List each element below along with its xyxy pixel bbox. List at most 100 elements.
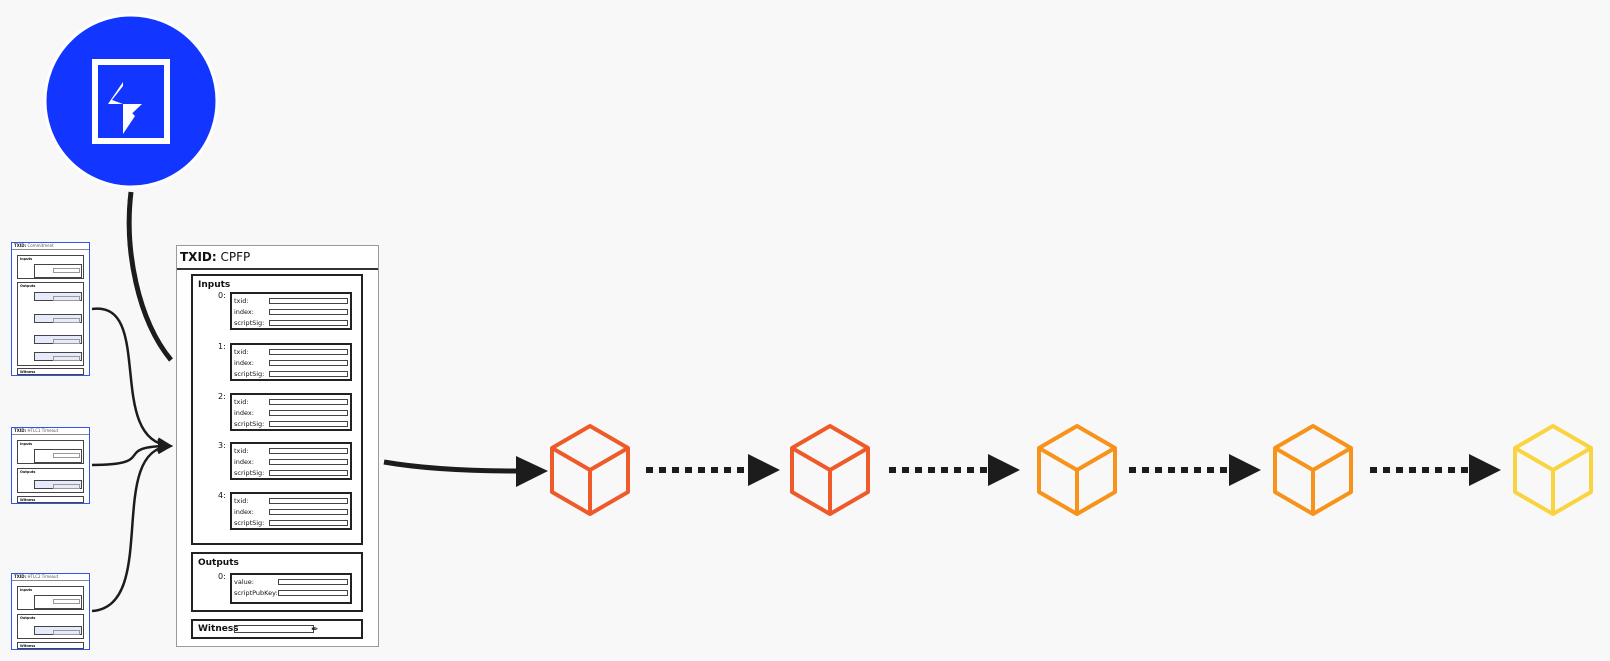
inputs-section: Inputs 0:txid:index:scriptSig:1:txid:ind… <box>191 274 363 545</box>
input-field-row: txid: <box>234 497 350 507</box>
mini-tx-htlc1-timeout[interactable]: TXID: HTLC1 Timeout Inputs Outputs Witne… <box>11 427 90 504</box>
input-field-row: scriptSig: <box>234 319 350 329</box>
output-index: 0: <box>218 572 226 581</box>
input-1: 1:txid:index:scriptSig: <box>193 342 361 382</box>
input-0: 0:txid:index:scriptSig: <box>193 291 361 331</box>
mini-witness-section: Witness <box>17 496 84 503</box>
mini-txid-value: HTLC1 Timeout <box>27 428 59 433</box>
chain-arrow-3 <box>1129 454 1261 486</box>
input-field-row: scriptSig: <box>234 469 350 479</box>
mini-witness-label: Witness <box>20 370 36 374</box>
input-field-label: txid: <box>234 447 249 455</box>
logo-connector <box>126 191 173 362</box>
tx-to-block-arrow <box>383 459 519 474</box>
output-field-label: value: <box>234 578 254 586</box>
input-field-box: txid:index:scriptSig: <box>230 343 352 381</box>
input-index-field[interactable] <box>269 410 348 416</box>
mini-witness-section: Witness <box>17 368 84 375</box>
witness-field[interactable]: ✒ <box>234 625 319 635</box>
mini-output-row <box>34 314 82 323</box>
mini-output-row <box>34 626 82 635</box>
input-field-row: index: <box>234 409 350 419</box>
mini-witness-label: Witness <box>20 498 36 502</box>
input-field-label: scriptSig: <box>234 469 265 477</box>
mini-inputs-label: Inputs <box>20 588 33 592</box>
input-scriptsig-field[interactable] <box>269 520 348 526</box>
mini-outputs-label: Outputs <box>20 284 36 288</box>
input-field-box: txid:index: scriptSig: <box>230 393 352 431</box>
input-index-field[interactable] <box>269 360 348 366</box>
mini-output-row <box>34 480 82 489</box>
input-field-box: txid:index:scriptSig: <box>230 492 352 530</box>
mini-input-row <box>34 264 82 278</box>
mini-tx-title: TXID: HTLC2 Timeout <box>12 574 89 581</box>
block-4-cube-icon <box>1273 424 1353 516</box>
mini-tx-title: TXID: Commitment <box>12 243 89 250</box>
txid-label: TXID: <box>180 250 217 264</box>
chain-arrow-4 <box>1370 454 1501 486</box>
input-index: 3: <box>218 441 226 450</box>
mini-tx-commitment[interactable]: TXID: Commitment Inputs Outputs Witness <box>11 242 90 376</box>
input-field-label: index: <box>234 409 254 417</box>
logo-lower-triangle-icon <box>123 104 135 134</box>
input-4: 4:txid:index:scriptSig: <box>193 491 361 531</box>
mini-txid-label: TXID: <box>14 243 27 248</box>
cpfp-transaction-card: TXID: CPFP Inputs 0:txid:index:scriptSig… <box>176 245 379 647</box>
block-2-cube-icon <box>790 424 870 516</box>
output-scriptpubkey-field[interactable] <box>278 590 348 596</box>
mini-inputs-label: Inputs <box>20 442 33 446</box>
input-index-field[interactable] <box>269 459 348 465</box>
input-field-box: txid:index:scriptSig: <box>230 292 352 330</box>
tx-to-block-arrowhead <box>516 456 548 487</box>
input-field-row: txid: <box>234 398 350 408</box>
output-value-field[interactable] <box>278 579 348 585</box>
input-field-label: scriptSig: <box>234 420 265 428</box>
mini-txid-label: TXID: <box>14 574 27 579</box>
chain-arrow-1 <box>646 454 780 486</box>
outputs-section: Outputs 0: value: scriptPubKey: <box>191 552 363 612</box>
mini-output-row <box>34 292 82 301</box>
mini-outputs-label: Outputs <box>20 470 36 474</box>
input-scriptsig-field[interactable] <box>269 470 348 476</box>
input-field-row: index: <box>234 508 350 518</box>
input-field-label: scriptSig: <box>234 319 265 327</box>
mini-inputs-section: Inputs <box>17 586 84 610</box>
mini-witness-label: Witness <box>20 644 36 648</box>
input-txid-field[interactable] <box>269 399 348 405</box>
input-scriptsig-field[interactable] <box>269 421 348 427</box>
input-txid-field[interactable] <box>269 448 348 454</box>
mini-txid-label: TXID: <box>14 428 27 433</box>
connector-commitment <box>91 307 173 453</box>
connector-htlc2 <box>91 439 173 613</box>
mini-outputs-section: Outputs <box>17 614 84 639</box>
input-field-row: txid: <box>234 447 350 457</box>
input-scriptsig-field[interactable] <box>269 371 348 377</box>
input-index: 2: <box>218 392 226 401</box>
input-field-label: index: <box>234 359 254 367</box>
block-1-cube-icon <box>550 424 630 516</box>
input-field-row: scriptSig: <box>234 420 350 430</box>
tx-title: TXID: CPFP <box>177 246 378 270</box>
mini-outputs-section: Outputs <box>17 468 84 493</box>
pen-icon: ✒ <box>311 625 319 635</box>
mini-input-row <box>34 595 82 609</box>
input-field-label: txid: <box>234 297 249 305</box>
mini-input-row <box>34 449 82 463</box>
input-txid-field[interactable] <box>269 349 348 355</box>
mini-txid-value: Commitment <box>27 243 54 248</box>
mini-inputs-section: Inputs <box>17 440 84 464</box>
mini-tx-htlc2-timeout[interactable]: TXID: HTLC2 Timeout Inputs Outputs Witne… <box>11 573 90 650</box>
input-index-field[interactable] <box>269 309 348 315</box>
output-field-box: value: scriptPubKey: <box>230 573 352 604</box>
input-field-label: scriptSig: <box>234 370 265 378</box>
txid-value: CPFP <box>220 250 251 264</box>
output-0: 0: value: scriptPubKey: <box>193 572 361 612</box>
input-txid-field[interactable] <box>269 298 348 304</box>
input-index-field[interactable] <box>269 509 348 515</box>
chain-arrow-2 <box>889 454 1020 486</box>
mini-output-row <box>34 335 82 344</box>
input-txid-field[interactable] <box>269 498 348 504</box>
input-scriptsig-field[interactable] <box>269 320 348 326</box>
witness-label: Witness <box>198 624 239 634</box>
